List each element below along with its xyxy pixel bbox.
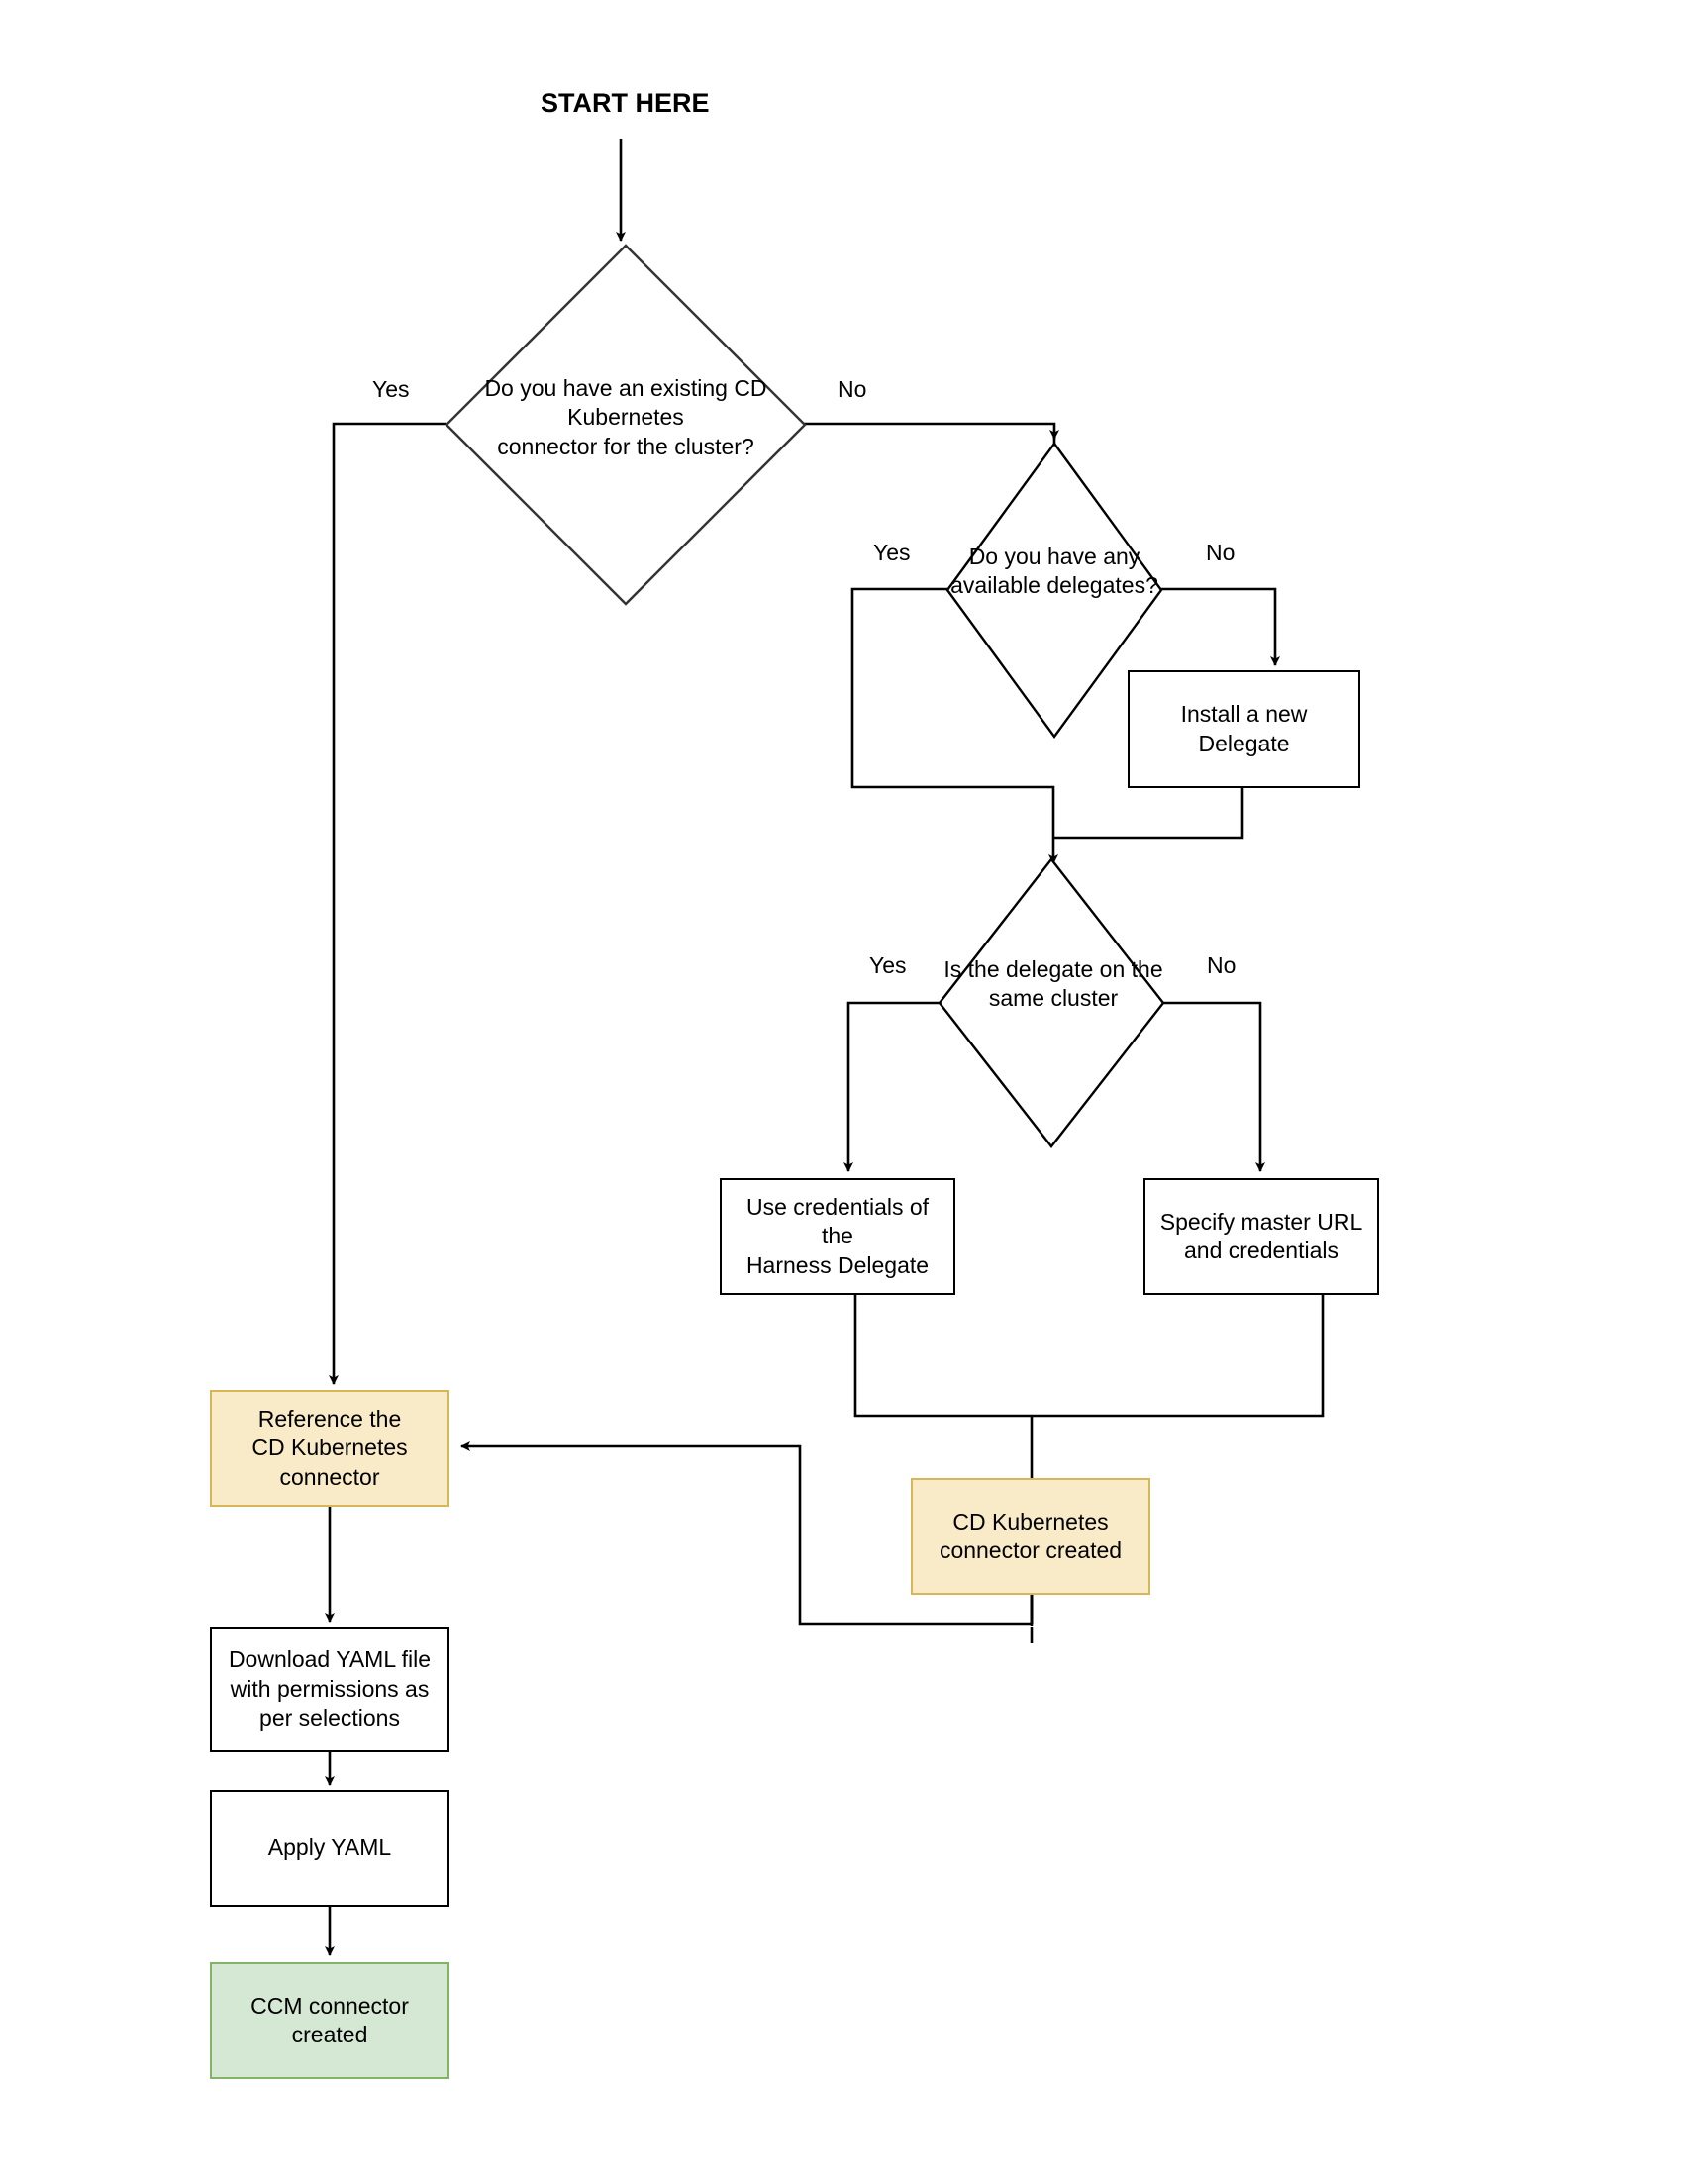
node-use-harness-delegate-credentials[interactable]: Use credentials of the Harness Delegate	[720, 1178, 955, 1295]
edge-d1-no-to-d2	[804, 422, 1059, 440]
node-reference-cd-kubernetes-connector-label: Reference the CD Kubernetes connector	[251, 1405, 408, 1490]
edge-merge-to-cdcreated	[853, 1286, 1325, 1418]
edge-d1-yes-to-reference	[329, 422, 446, 1385]
edge-install-to-d3	[1053, 786, 1244, 840]
decision-available-delegates	[945, 441, 1163, 740]
node-reference-cd-kubernetes-connector[interactable]: Reference the CD Kubernetes connector	[210, 1390, 449, 1507]
decision-delegate-same-cluster	[938, 857, 1165, 1148]
node-cd-kubernetes-connector-created[interactable]: CD Kubernetes connector created	[911, 1478, 1150, 1595]
node-ccm-connector-created-label: CCM connector created	[250, 1992, 409, 2047]
edge-label-d1-no: No	[838, 376, 867, 402]
node-ccm-connector-created[interactable]: CCM connector created	[210, 1962, 449, 2079]
node-apply-yaml-label: Apply YAML	[267, 1835, 392, 1861]
node-install-new-delegate-label: Install a new Delegate	[1180, 701, 1308, 756]
edge-d2-no-to-install	[1160, 587, 1280, 666]
edge-label-d3-yes: Yes	[869, 952, 907, 978]
start-here-title: START HERE	[541, 88, 710, 118]
node-specify-master-url-label: Specify master URL and credentials	[1159, 1208, 1363, 1263]
node-download-yaml-file-label: Download YAML file with permissions as p…	[228, 1646, 432, 1732]
node-apply-yaml[interactable]: Apply YAML	[210, 1790, 449, 1907]
edge-label-d2-no: No	[1206, 540, 1236, 565]
node-install-new-delegate[interactable]: Install a new Delegate	[1128, 670, 1360, 788]
decision-existing-cd-connector	[445, 244, 807, 606]
edge-d3-no-to-specify	[1163, 1001, 1265, 1172]
node-cd-kubernetes-connector-created-label: CD Kubernetes connector created	[939, 1508, 1123, 1563]
edge-d3-yes-to-usecreds	[843, 1001, 940, 1172]
edge-label-d3-no: No	[1207, 952, 1237, 978]
node-download-yaml-file[interactable]: Download YAML file with permissions as p…	[210, 1627, 449, 1752]
edge-label-d1-yes: Yes	[372, 376, 410, 402]
node-specify-master-url[interactable]: Specify master URL and credentials	[1143, 1178, 1379, 1295]
edge-label-d2-yes: Yes	[873, 540, 911, 565]
node-use-harness-delegate-credentials-label: Use credentials of the Harness Delegate	[745, 1193, 930, 1278]
